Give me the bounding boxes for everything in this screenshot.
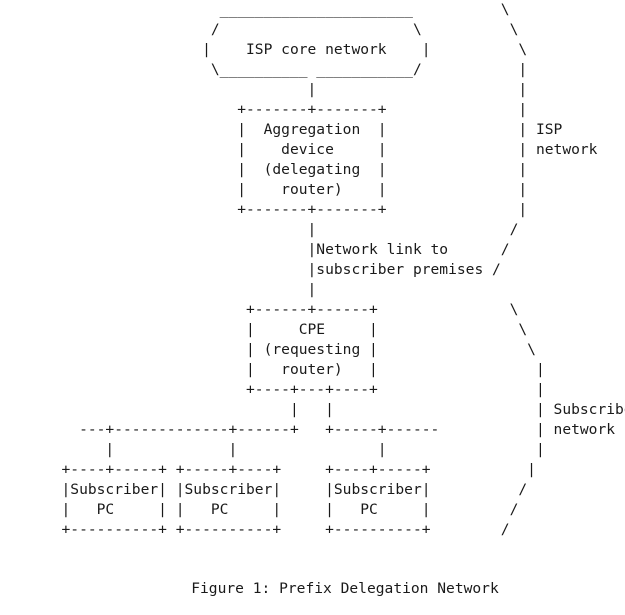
diagram-line: |Network link to / <box>0 241 510 258</box>
diagram-line: ______________________ \ <box>0 1 510 18</box>
diagram-line: ---+-------------+------+ +-----+------ … <box>0 421 616 438</box>
diagram-line: | | | Subscriber <box>0 401 625 418</box>
diagram-line: | | <box>0 81 528 98</box>
diagram-line: +----------+ +----------+ +----------+ / <box>0 521 510 538</box>
diagram-line: | router) | | <box>0 361 545 378</box>
diagram-line: +----+-----+ +-----+----+ +----+-----+ | <box>0 461 536 478</box>
diagram-line: |Subscriber| |Subscriber| |Subscriber| / <box>0 481 528 498</box>
diagram-line: +-------+-------+ | <box>0 101 528 118</box>
diagram-line: +----+---+----+ | <box>0 381 545 398</box>
diagram-line: |subscriber premises / <box>0 261 501 278</box>
diagram-line: \__________ ___________/ | <box>0 61 528 78</box>
diagram-line: +------+------+ \ <box>0 301 519 318</box>
diagram-line: | (delegating | | <box>0 161 528 178</box>
diagram-line: | | | | <box>0 441 545 458</box>
diagram-line: | (requesting | \ <box>0 341 536 358</box>
diagram-line: | PC | | PC | | PC | / <box>0 501 519 518</box>
diagram-line: | Aggregation | | ISP <box>0 121 563 138</box>
diagram-line: | / <box>0 221 519 238</box>
diagram-line: | router) | | <box>0 181 528 198</box>
diagram-line: +-------+-------+ | <box>0 201 528 218</box>
diagram-line: | CPE | \ <box>0 321 528 338</box>
diagram-line: / \ \ <box>0 21 519 38</box>
diagram-line: | device | | network <box>0 141 598 158</box>
figure-caption: Figure 1: Prefix Delegation Network <box>191 580 499 597</box>
ascii-art-diagram: ______________________ \ / \ \ | ISP cor… <box>0 1 625 538</box>
diagram-line: | <box>0 281 317 298</box>
diagram-line: | ISP core network | \ <box>0 41 528 58</box>
